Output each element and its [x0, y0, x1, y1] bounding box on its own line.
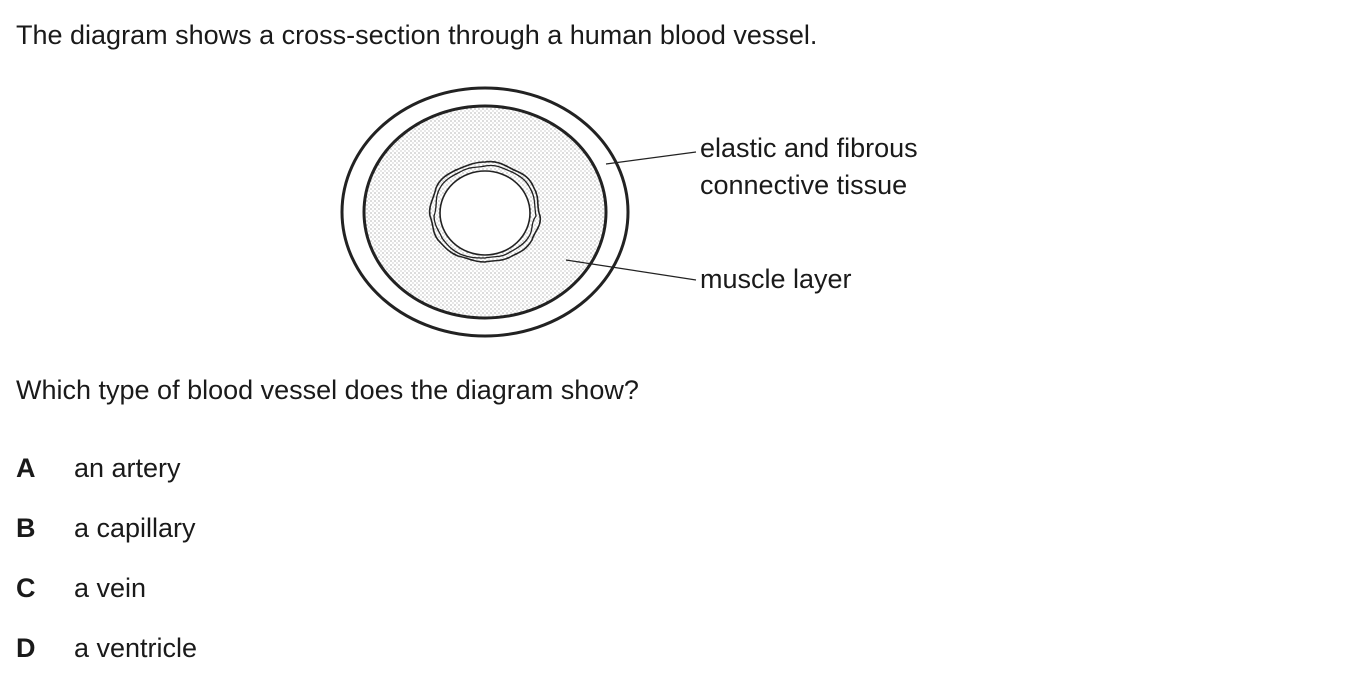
option-letter: D — [16, 632, 36, 663]
question-intro: The diagram shows a cross-section throug… — [16, 20, 818, 50]
answer-options: A an artery B a capillary C a vein D a v… — [16, 438, 197, 678]
option-a[interactable]: A an artery — [16, 438, 197, 498]
elastic-tissue-label-line2: connective tissue — [700, 170, 908, 200]
elastic-tissue-label-line1: elastic and fibrous — [700, 133, 918, 163]
elastic-tissue-label: elastic and fibrous connective tissue — [700, 130, 918, 204]
lumen — [439, 170, 531, 256]
option-text: an artery — [74, 452, 181, 483]
option-letter: B — [16, 512, 36, 543]
option-text: a capillary — [74, 512, 196, 543]
option-letter: A — [16, 452, 36, 483]
lining-inner-wave — [433, 164, 537, 259]
lining-outer-wave — [428, 160, 542, 263]
option-text: a vein — [74, 572, 147, 603]
muscle-layer-leader-line — [565, 259, 697, 281]
option-b[interactable]: B a capillary — [16, 498, 197, 558]
elastic-tissue-leader-line — [605, 151, 697, 165]
option-c[interactable]: C a vein — [16, 558, 197, 618]
cross-section-figure — [340, 86, 697, 338]
option-d[interactable]: D a ventricle — [16, 618, 197, 678]
blood-vessel-diagram: elastic and fibrous connective tissue mu… — [330, 80, 970, 345]
option-letter: C — [16, 572, 36, 603]
question-prompt: Which type of blood vessel does the diag… — [16, 375, 639, 405]
muscle-layer-label: muscle layer — [700, 264, 852, 294]
option-text: a ventricle — [74, 632, 198, 663]
